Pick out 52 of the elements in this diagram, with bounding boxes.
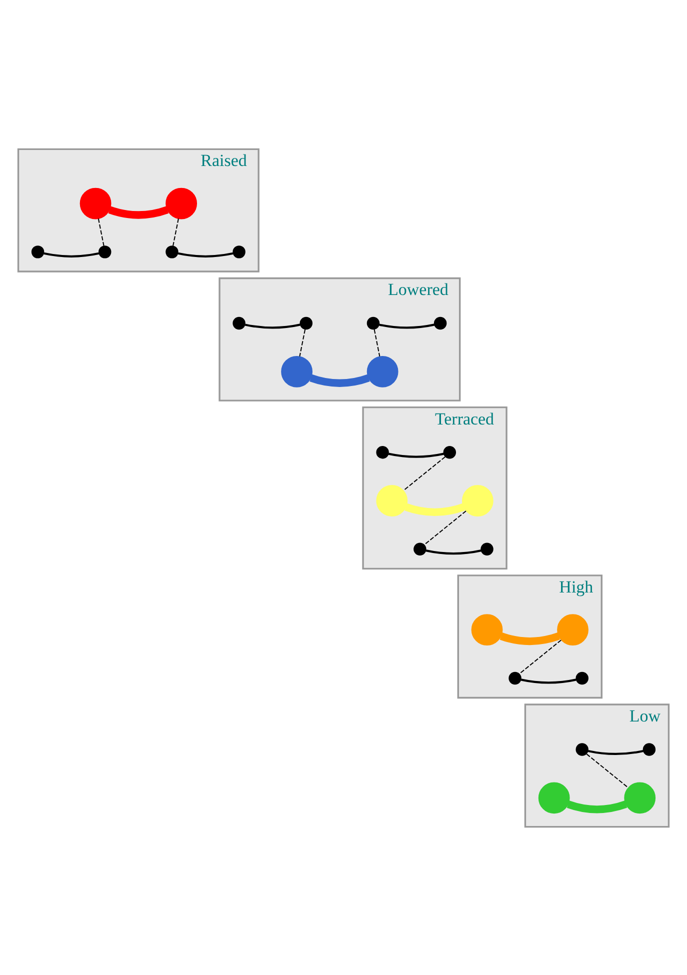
node-circle xyxy=(642,742,656,756)
connector xyxy=(379,323,435,328)
connector xyxy=(404,502,465,516)
node-circle xyxy=(232,316,246,330)
connector xyxy=(518,639,562,674)
connector xyxy=(403,456,446,490)
node-circle xyxy=(376,445,389,458)
node-circle xyxy=(462,484,494,516)
node-circle xyxy=(281,355,312,387)
node-circle xyxy=(166,187,198,219)
connector xyxy=(520,678,576,684)
node-circle xyxy=(366,316,380,330)
connector xyxy=(374,328,380,356)
node-circle xyxy=(80,187,112,219)
cluster: Lowered xyxy=(218,276,461,401)
connector xyxy=(388,452,444,458)
connector xyxy=(98,218,104,246)
node-circle xyxy=(434,316,447,330)
node-circle xyxy=(414,542,426,555)
node-circle xyxy=(98,245,112,258)
node-circle xyxy=(300,316,312,330)
node-circle xyxy=(624,782,656,814)
node-circle xyxy=(31,245,44,258)
node-circle xyxy=(376,484,408,516)
node-circle xyxy=(538,782,570,814)
connector xyxy=(172,218,179,246)
connector xyxy=(310,374,370,386)
cluster: Low xyxy=(524,703,670,828)
connector xyxy=(244,323,300,328)
cluster: High xyxy=(457,574,602,698)
node-circle xyxy=(557,614,588,646)
connector xyxy=(586,753,629,788)
connector xyxy=(588,749,644,755)
node-circle xyxy=(508,671,522,684)
node-circle xyxy=(366,355,398,387)
connector xyxy=(299,328,306,356)
cluster: Terraced xyxy=(362,406,508,570)
node-circle xyxy=(480,542,494,555)
connector xyxy=(566,800,628,813)
node-circle xyxy=(166,245,178,258)
connector xyxy=(500,632,560,645)
node-circle xyxy=(443,445,456,458)
connector xyxy=(44,252,100,257)
node-circle xyxy=(471,614,503,646)
node-circle xyxy=(576,671,588,684)
node-circle xyxy=(576,742,588,756)
connector xyxy=(426,549,482,554)
connector xyxy=(424,510,466,545)
connector xyxy=(178,252,234,257)
connector xyxy=(108,206,169,218)
node-circle xyxy=(232,245,246,258)
cluster: Raised xyxy=(17,148,260,272)
